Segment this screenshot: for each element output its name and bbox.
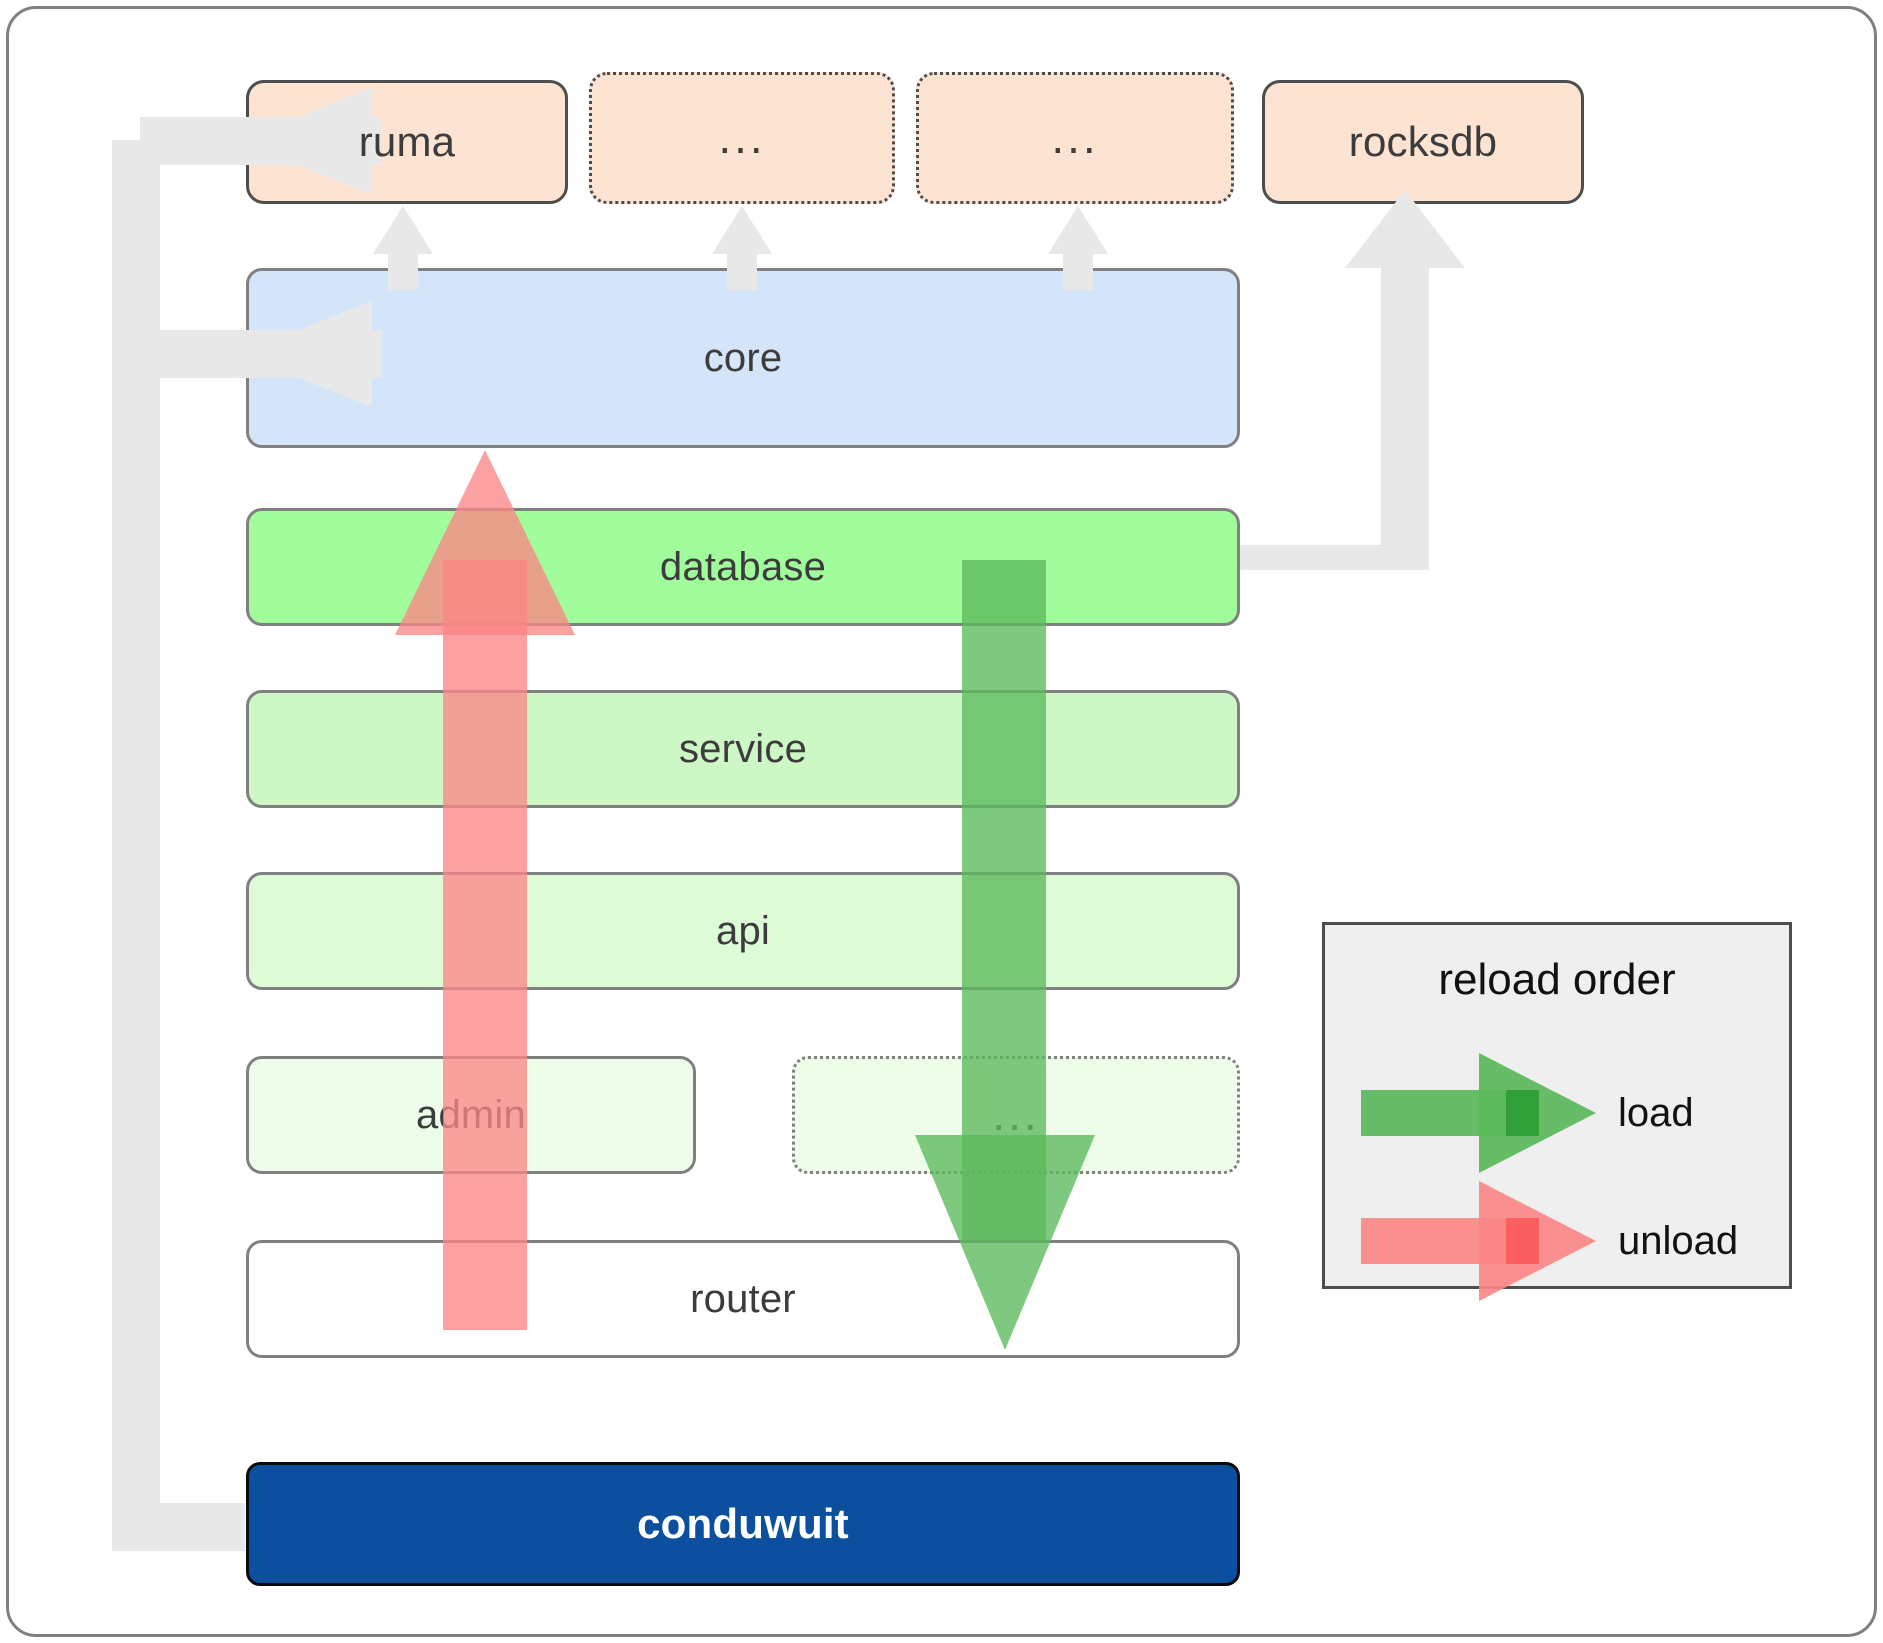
layer-box-admin[interactable]: admin: [246, 1056, 696, 1174]
legend-unload-arrow-icon: [1361, 1181, 1596, 1301]
legend-item-unload: unload: [1361, 1181, 1781, 1301]
legend-label: unload: [1618, 1218, 1739, 1263]
layer-label: ...: [992, 1088, 1040, 1141]
dependency-box-rocksdb[interactable]: rocksdb: [1262, 80, 1584, 204]
legend-title: reload order: [1438, 955, 1676, 1004]
dependency-label: ...: [718, 111, 766, 164]
root-label: conduwuit: [637, 1500, 849, 1547]
layer-label: core: [703, 335, 783, 380]
dependency-box-placeholder-2[interactable]: ...: [916, 72, 1234, 204]
layer-label: admin: [416, 1092, 526, 1137]
dependency-label: rocksdb: [1348, 118, 1498, 165]
layer-label: database: [659, 544, 827, 589]
layer-box-core[interactable]: core: [246, 268, 1240, 448]
dependency-label: ...: [1051, 111, 1099, 164]
layer-box-service[interactable]: service: [246, 690, 1240, 808]
legend-panel: reload order load unload: [1322, 922, 1792, 1301]
layer-box-database[interactable]: database: [246, 508, 1240, 626]
layer-box-api[interactable]: api: [246, 872, 1240, 990]
diagram-frame: [6, 6, 1877, 1637]
layer-label: service: [678, 726, 808, 771]
dependency-box-placeholder-1[interactable]: ...: [589, 72, 895, 204]
legend-item-load: load: [1361, 1053, 1781, 1173]
layer-label: api: [716, 908, 770, 953]
dependency-box-ruma[interactable]: ruma: [246, 80, 568, 204]
legend-label: load: [1618, 1090, 1694, 1135]
dependency-label: ruma: [358, 118, 456, 165]
layer-box-router[interactable]: router: [246, 1240, 1240, 1358]
layer-label: router: [690, 1276, 796, 1321]
layer-box-placeholder[interactable]: ...: [792, 1056, 1240, 1174]
root-box-conduwuit[interactable]: conduwuit: [246, 1462, 1240, 1586]
legend-load-arrow-icon: [1361, 1053, 1596, 1173]
